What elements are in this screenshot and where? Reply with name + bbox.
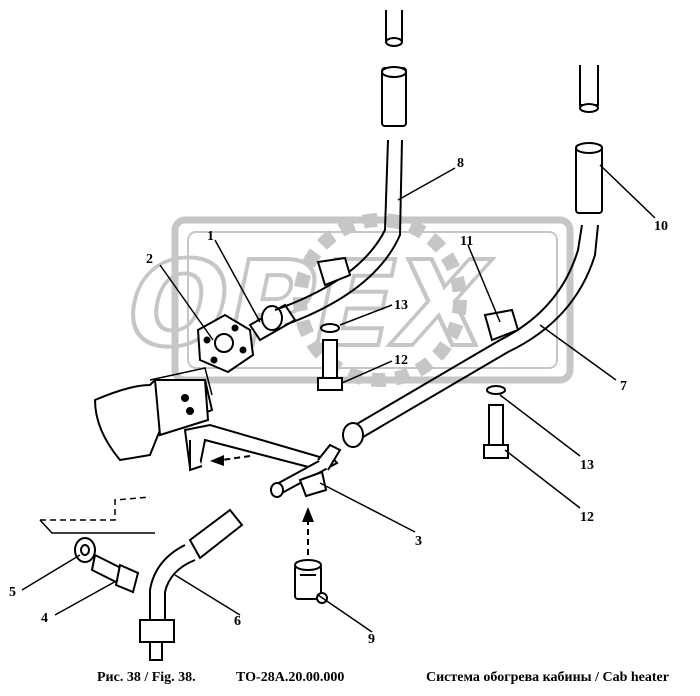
bolts [317, 323, 509, 459]
tee-fitting [270, 443, 342, 498]
pipe-8-sleeve [381, 10, 407, 127]
callout-3: 3 [415, 534, 422, 549]
callout-7: 7 [620, 379, 627, 394]
housing-outline [39, 367, 213, 534]
document-code: ТО-28А.20.00.000 [236, 670, 345, 685]
bolt-and-washer [74, 537, 140, 594]
callout-6: 6 [234, 614, 241, 629]
callout-4: 4 [41, 611, 48, 626]
callout-2: 2 [146, 252, 153, 267]
pipe-7 [342, 224, 599, 448]
callout-10: 10 [654, 219, 668, 234]
watermark-text: OPEX [113, 236, 501, 373]
hose-6 [139, 508, 244, 661]
callout-13b: 13 [580, 458, 594, 473]
mounting-bracket [93, 379, 332, 472]
callout-1: 1 [207, 229, 214, 244]
callout-11: 11 [460, 234, 473, 249]
figure-title: Система обогрева кабины / Cab heater [426, 670, 669, 685]
callout-12b: 12 [580, 510, 594, 525]
callout-9: 9 [368, 632, 375, 647]
figure-label: Рис. 38 / Fig. 38. [97, 670, 196, 685]
leader-lines [21, 164, 656, 633]
arrow-valve [302, 507, 314, 565]
heater-core [196, 303, 297, 374]
valve [294, 559, 328, 604]
pipe-8 [274, 139, 403, 326]
watermark: OPEX [111, 213, 574, 387]
callout-5: 5 [9, 585, 16, 600]
pipe-7-sleeve [575, 65, 603, 214]
callout-12a: 12 [394, 353, 408, 368]
callout-13a: 13 [394, 298, 408, 313]
callout-8: 8 [457, 156, 464, 171]
arrow-bracket [210, 455, 251, 466]
